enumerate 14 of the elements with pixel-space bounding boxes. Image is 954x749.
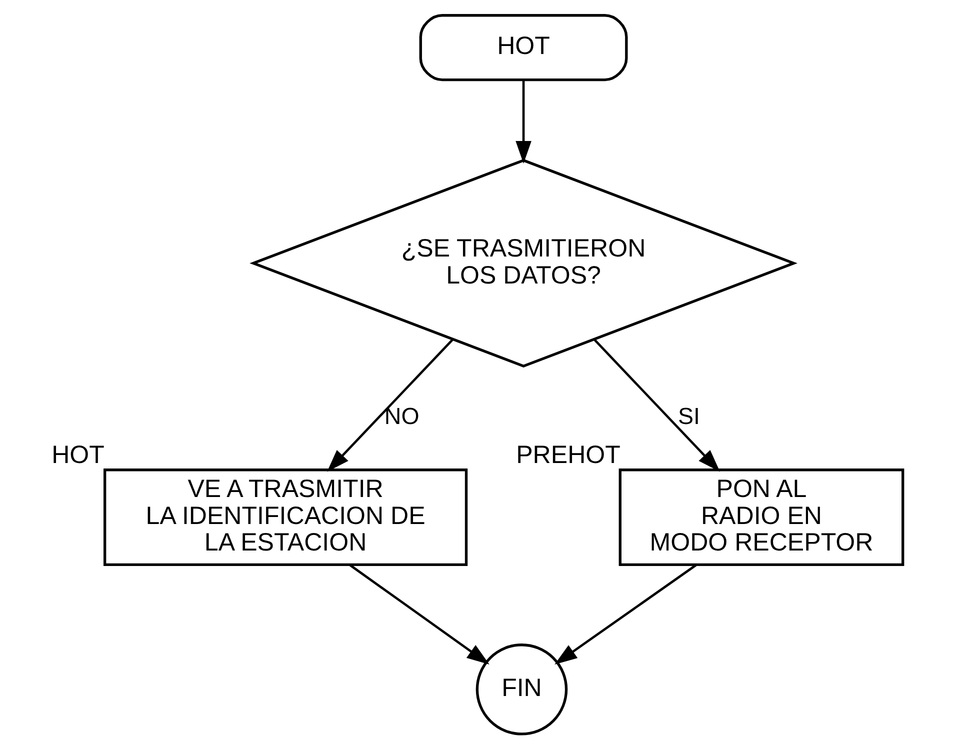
node-label: PREHOT	[516, 441, 620, 470]
arrow	[593, 338, 720, 472]
edge-label: SI	[678, 403, 700, 430]
node-diamond: ¿SE TRASMITIERON LOS DATOS?	[250, 158, 798, 368]
arrow	[327, 338, 454, 472]
node-box: PON AL RADIO EN MODO RECEPTOR	[618, 468, 904, 566]
edge-label: NO	[384, 403, 420, 430]
node-label: HOT	[52, 441, 104, 470]
arrow	[349, 564, 490, 665]
arrow	[554, 564, 697, 665]
node-circle: FIN	[476, 644, 568, 736]
node-box: HOT	[419, 14, 628, 82]
node-box: VE A TRASMITIR LA IDENTIFICACION DE LA ESTACION	[104, 468, 468, 566]
arrow	[516, 80, 532, 164]
